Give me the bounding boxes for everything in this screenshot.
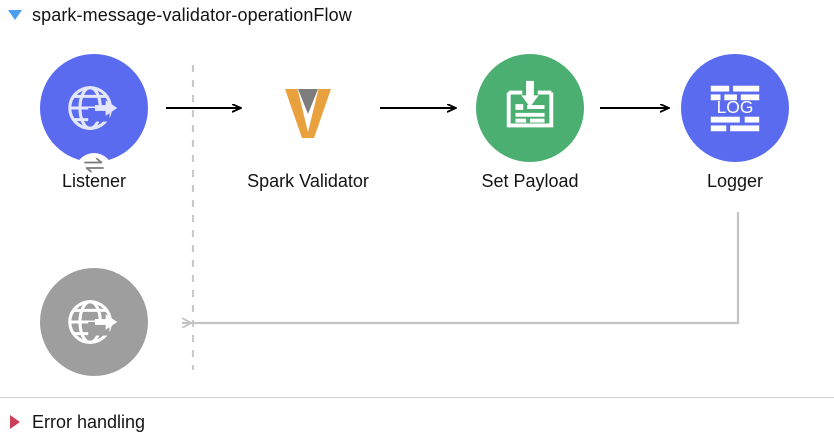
node-error-source-circle[interactable] — [40, 268, 148, 376]
exchange-arrows-icon — [84, 157, 104, 173]
node-listener-circle[interactable] — [40, 54, 148, 173]
node-listener-label: Listener — [61, 171, 127, 191]
triangle-right-icon[interactable] — [10, 415, 20, 429]
node-spark-validator[interactable]: Spark Validator — [228, 54, 388, 192]
connector-layer — [166, 65, 740, 370]
flow-title: spark-message-validator-operationFlow — [32, 4, 352, 25]
node-listener[interactable]: Listener — [14, 54, 174, 192]
listener-exchange-badge — [75, 153, 113, 173]
node-logger-circle[interactable]: LOG — [681, 54, 789, 162]
connector-logger-return-to-source — [182, 212, 740, 323]
error-handling-label: Error handling — [32, 411, 146, 432]
triangle-down-icon[interactable] — [8, 10, 22, 20]
globe-arrow-icon — [68, 86, 118, 130]
node-logger-label: Logger — [706, 171, 764, 191]
set-payload-icon — [506, 80, 554, 128]
log-icon-text: LOG — [717, 97, 754, 117]
node-set-payload-label: Set Payload — [481, 171, 579, 191]
node-spark-validator-label: Spark Validator — [247, 171, 369, 191]
log-icon: LOG — [710, 85, 760, 132]
error-handling-section[interactable]: Error handling — [0, 397, 834, 446]
node-set-payload-circle[interactable] — [476, 54, 584, 162]
node-spark-validator-icon-wrap[interactable] — [254, 54, 362, 162]
flow-header: spark-message-validator-operationFlow — [0, 0, 834, 30]
veeva-v-logo-icon — [285, 89, 331, 138]
flow-canvas[interactable]: Listener Spark Validator — [0, 30, 834, 397]
node-set-payload[interactable]: Set Payload — [450, 54, 610, 192]
node-logger[interactable]: LOG Logger — [655, 54, 815, 192]
node-error-source[interactable] — [14, 268, 174, 385]
globe-arrow-icon — [68, 300, 118, 344]
